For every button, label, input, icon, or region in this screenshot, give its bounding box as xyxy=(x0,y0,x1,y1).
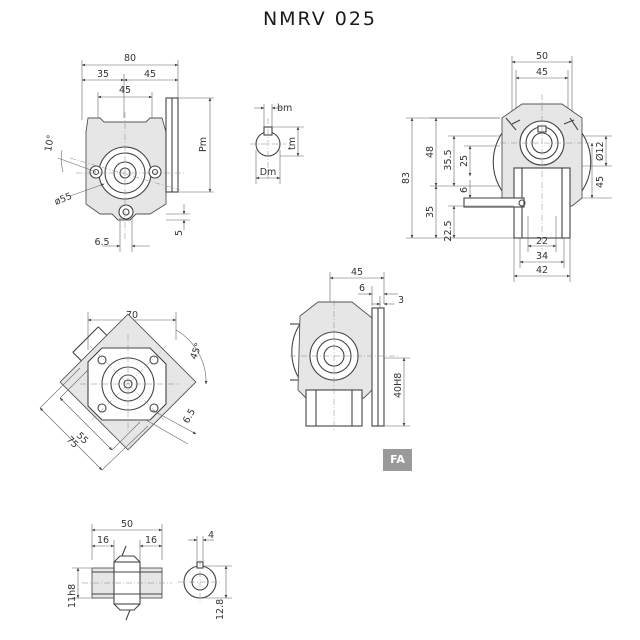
dim-side-h25: 25 xyxy=(459,155,470,167)
dim-keyway-bm: bm xyxy=(277,103,292,114)
dim-keyway-dm: Dm xyxy=(260,167,277,178)
dim-side-h83: 83 xyxy=(401,172,412,184)
dim-front-hole: ø55 xyxy=(53,191,74,208)
dim-side-h6: 6 xyxy=(459,187,470,193)
dim-front-foot: 5 xyxy=(174,230,185,236)
dim-side-h22: 22.5 xyxy=(443,220,454,241)
dim-shaft-length: 50 xyxy=(121,519,133,530)
flange-square-view: 70 45° 55 75 6.5 xyxy=(39,310,208,471)
dim-side-h35: 35 xyxy=(425,206,436,218)
front-view: 80 35 45 45 10° ø55 Pm 6.5 xyxy=(43,53,214,252)
dim-flange-d6-5: 6.5 xyxy=(181,407,198,426)
side-view: 50 45 83 48 35 22.5 xyxy=(401,51,612,282)
dim-front-overall: 80 xyxy=(124,53,136,64)
dim-side-b22: 22 xyxy=(536,236,548,247)
dim-front-angle: 10° xyxy=(43,134,57,152)
dim-shaft-height: 11h8 xyxy=(67,584,78,608)
fa-badge: FA xyxy=(383,449,412,471)
dim-side-h35-5: 35.5 xyxy=(443,149,454,170)
shaft-view: 50 16 16 11h8 4 12.8 xyxy=(67,519,232,621)
dim-shaft-left: 16 xyxy=(97,535,109,546)
dim-front-offset: 6.5 xyxy=(94,237,109,248)
dim-flange-angle: 45° xyxy=(188,341,204,361)
keyway-view: bm tm Dm xyxy=(250,103,304,184)
dim-side-top-outer: 50 xyxy=(536,51,548,62)
dim-front-bore-span: 45 xyxy=(119,85,131,96)
dim-side-h45: 45 xyxy=(595,176,606,188)
dim-keyway-tm: tm xyxy=(287,137,298,150)
dim-front-right: 45 xyxy=(144,69,156,80)
dim-fa-bore: 40H8 xyxy=(393,373,404,398)
dim-fa-w45: 45 xyxy=(351,267,363,278)
dim-fa-w6: 6 xyxy=(359,283,365,294)
page-title: NMRV 025 xyxy=(262,8,378,30)
dim-side-b42: 42 xyxy=(536,265,548,276)
dim-shaft-key: 4 xyxy=(208,530,214,541)
dim-side-h48: 48 xyxy=(425,146,436,158)
dim-side-b34: 34 xyxy=(536,251,548,262)
dim-shaft-right: 16 xyxy=(145,535,157,546)
dim-fa-w3: 3 xyxy=(398,295,404,306)
dim-side-top-inner: 45 xyxy=(536,67,548,78)
dim-front-left: 35 xyxy=(97,69,109,80)
dim-shaft-dia: 12.8 xyxy=(215,599,226,620)
flange-fa-view: 45 6 3 40H8 xyxy=(290,267,410,432)
dim-side-d12: Ø12 xyxy=(595,141,606,161)
dim-front-pm: Pm xyxy=(198,137,209,152)
dim-flange-width: 70 xyxy=(126,310,138,321)
